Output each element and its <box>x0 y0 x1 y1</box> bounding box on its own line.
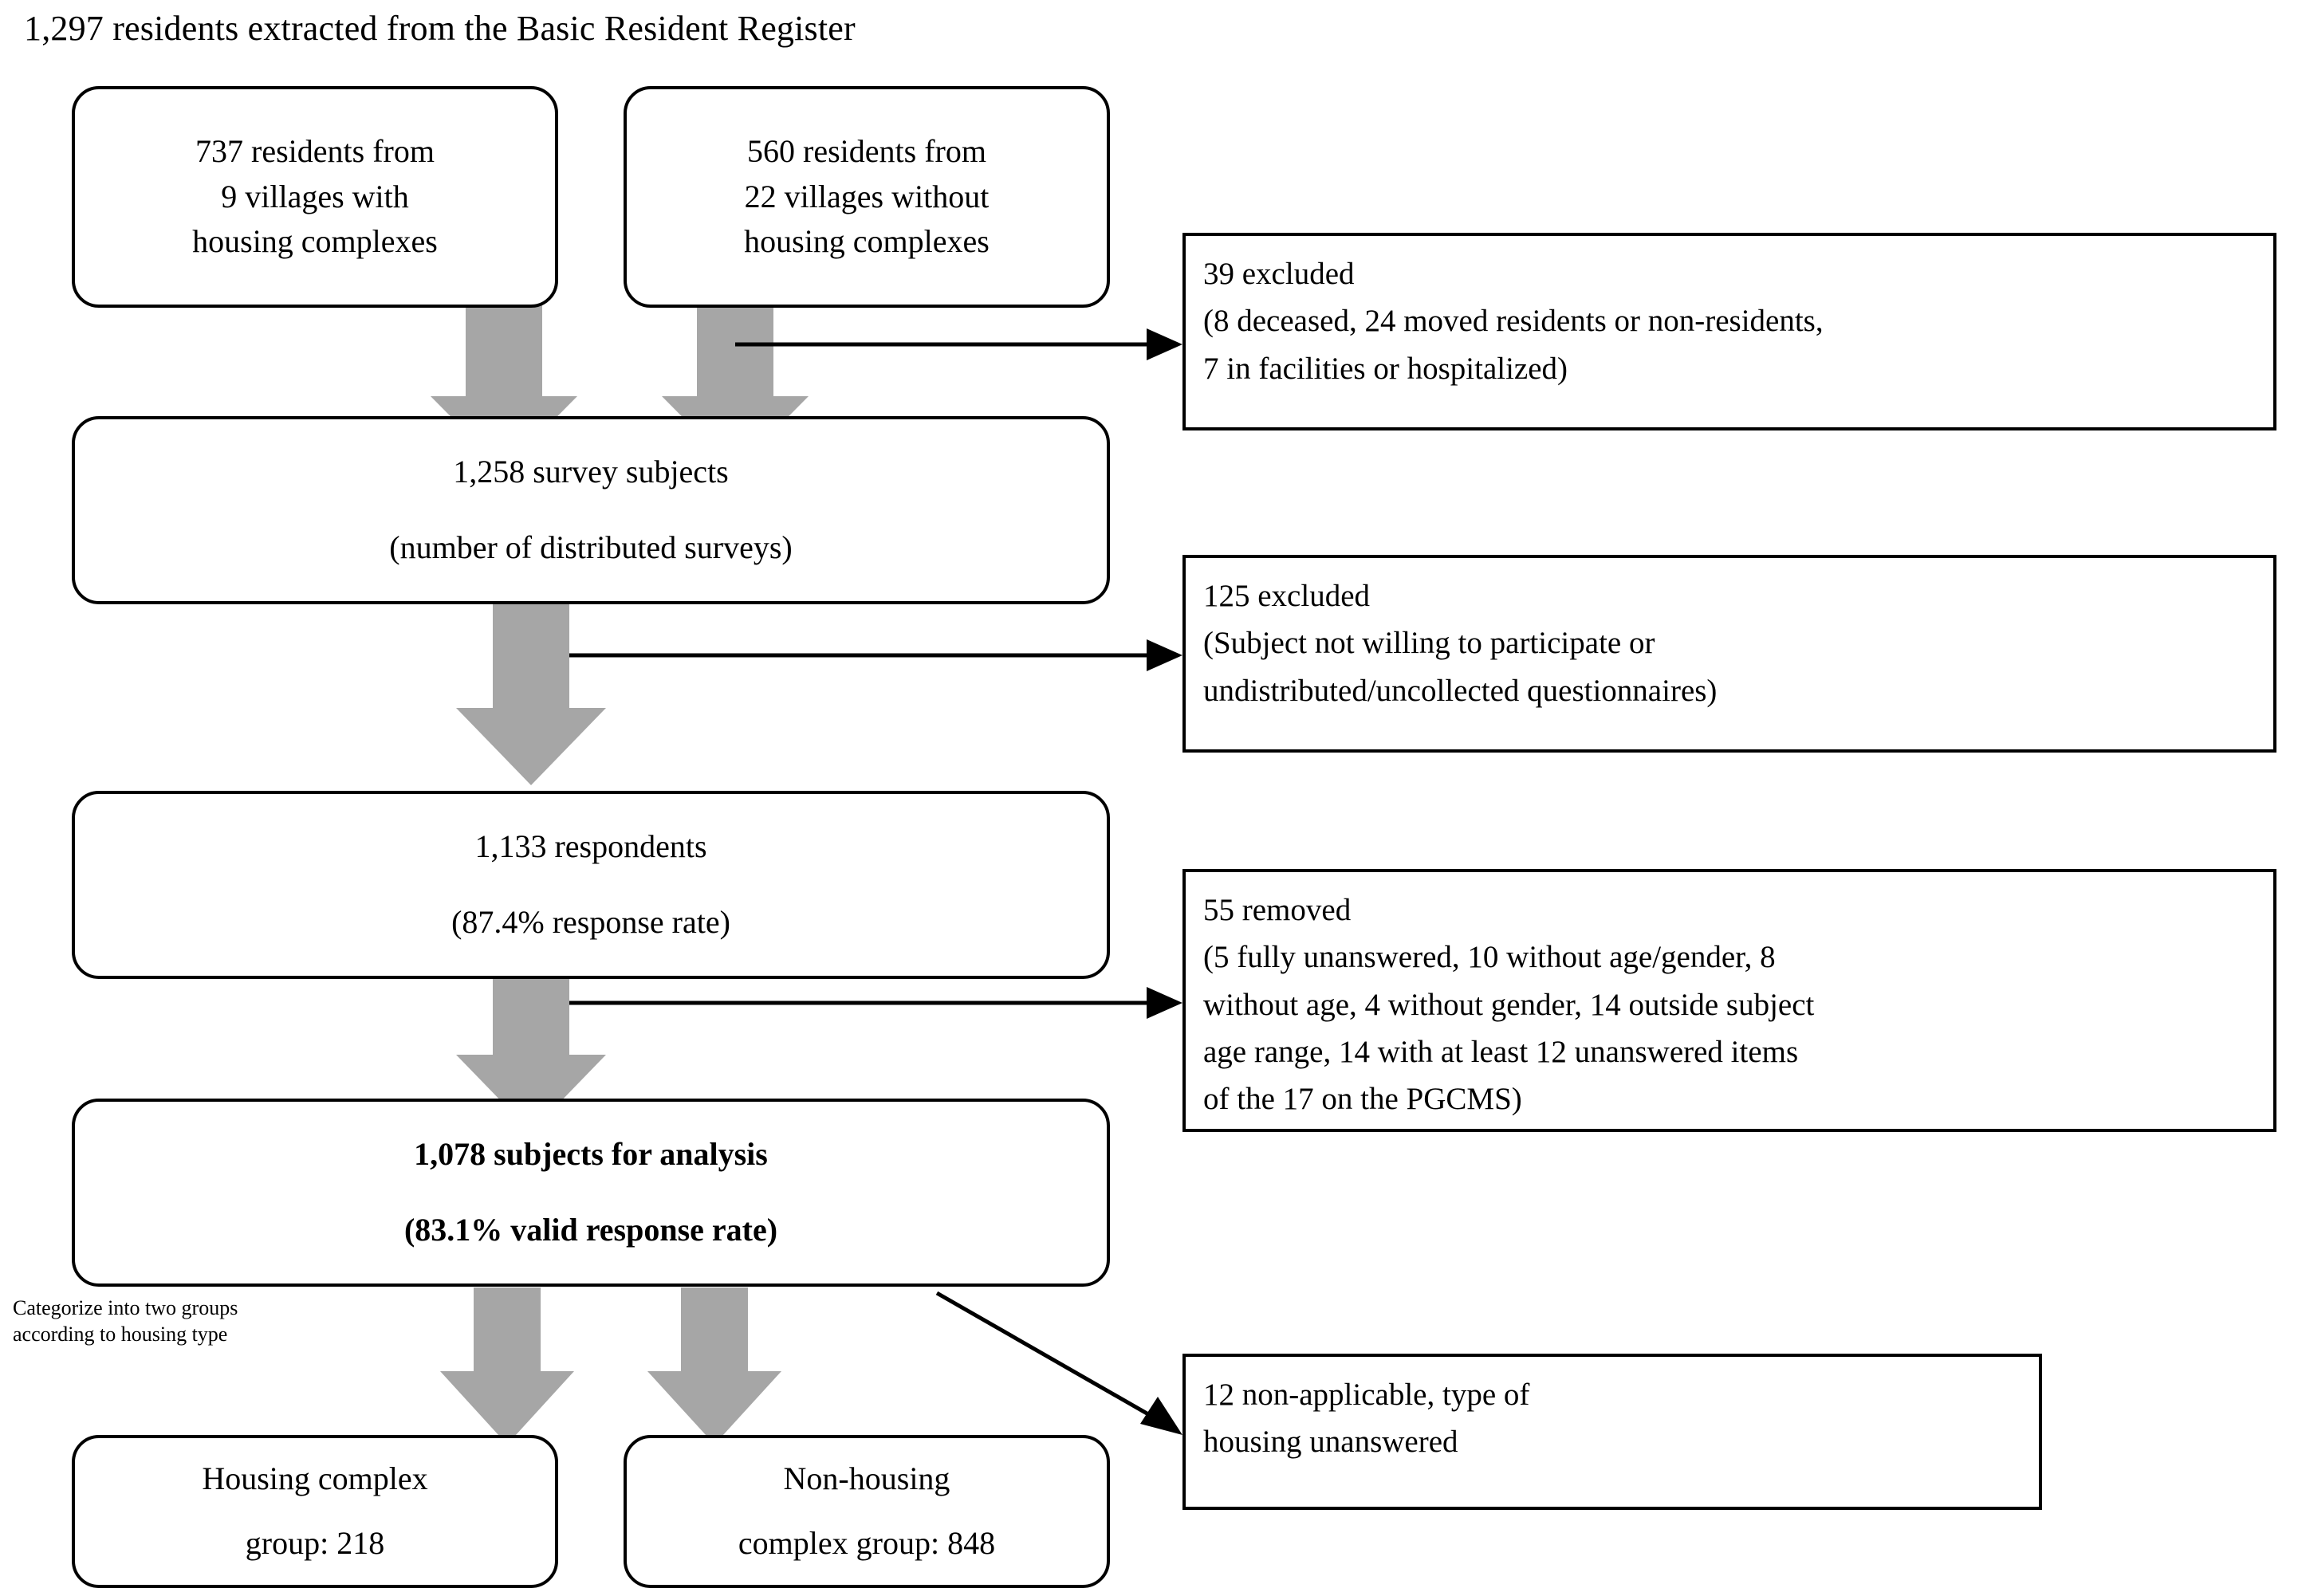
box-exclusion-39: 39 excluded (8 deceased, 24 moved reside… <box>1182 233 2276 430</box>
exclusion-39-line2: (8 deceased, 24 moved residents or non-r… <box>1203 304 1824 339</box>
arrow-to-exclusion-12 <box>935 1291 1182 1435</box>
box-exclusion-125: 125 excluded (Subject not willing to par… <box>1182 555 2276 753</box>
box-housing-group-line1: Housing complex <box>202 1460 428 1497</box>
exclusion-55-line3: without age, 4 without gender, 14 outsid… <box>1203 987 1815 1022</box>
box-exclusion-55: 55 removed (5 fully unanswered, 10 witho… <box>1182 869 2276 1132</box>
box-source-right: 560 residents from 22 villages without h… <box>624 86 1110 308</box>
figure-title: 1,297 residents extracted from the Basic… <box>24 9 856 48</box>
exclusion-55-line1: 55 removed <box>1203 893 1352 927</box>
box-non-housing-complex-group: Non-housing complex group: 848 <box>624 1435 1110 1588</box>
box-analysis-line1: 1,078 subjects for analysis <box>414 1136 768 1173</box>
exclusion-125-line1: 125 excluded <box>1203 579 1371 613</box>
box-source-right-line2: 22 villages without <box>744 178 990 214</box>
box-housing-group-line2: group: 218 <box>245 1524 385 1561</box>
box-survey-subjects: 1,258 survey subjects (number of distrib… <box>72 416 1110 604</box>
box-subjects-for-analysis: 1,078 subjects for analysis (83.1% valid… <box>72 1099 1110 1287</box>
exclusion-12-line2: housing unanswered <box>1203 1425 1458 1460</box>
box-source-left-line1: 737 residents from <box>195 132 435 169</box>
box-analysis-line2: (83.1% valid response rate) <box>403 1212 778 1248</box>
box-nonhousing-group-line1: Non-housing <box>783 1460 950 1497</box>
box-survey-subjects-line2: (number of distributed surveys) <box>389 529 793 566</box>
note-categorize-line2: according to housing type <box>13 1323 228 1346</box>
note-categorize-into-two-groups: Categorize into two groups according to … <box>13 1295 238 1348</box>
box-source-right-line1: 560 residents from <box>747 132 986 169</box>
box-exclusion-12: 12 non-applicable, type of housing unans… <box>1182 1354 2042 1510</box>
exclusion-125-line3: undistributed/uncollected questionnaires… <box>1203 673 1718 708</box>
gray-arrow-survey-to-respondents <box>456 604 606 785</box>
arrow-to-exclusion-55 <box>569 987 1182 1019</box>
exclusion-12-line1: 12 non-applicable, type of <box>1203 1378 1530 1412</box>
box-respondents-line2: (87.4% response rate) <box>451 904 730 941</box>
gray-arrow-analysis-to-nonhousing-group <box>647 1287 781 1445</box>
box-survey-subjects-line1: 1,258 survey subjects <box>453 454 729 490</box>
box-housing-complex-group: Housing complex group: 218 <box>72 1435 558 1588</box>
exclusion-55-line5: of the 17 on the PGCMS) <box>1203 1082 1522 1117</box>
box-source-left: 737 residents from 9 villages with housi… <box>72 86 558 308</box>
box-respondents: 1,133 respondents (87.4% response rate) <box>72 791 1110 979</box>
box-nonhousing-group-line2: complex group: 848 <box>738 1524 996 1561</box>
exclusion-55-line2: (5 fully unanswered, 10 without age/gend… <box>1203 940 1776 975</box>
exclusion-125-line2: (Subject not willing to participate or <box>1203 626 1655 661</box>
exclusion-39-line3: 7 in facilities or hospitalized) <box>1203 351 1568 386</box>
box-source-left-line2: 9 villages with <box>221 178 409 214</box>
exclusion-39-line1: 39 excluded <box>1203 257 1355 291</box>
note-categorize-line1: Categorize into two groups <box>13 1296 238 1319</box>
arrow-to-exclusion-39 <box>735 328 1182 360</box>
gray-arrow-analysis-to-housing-group <box>440 1287 574 1445</box>
box-source-right-line3: housing complexes <box>744 223 990 260</box>
box-respondents-line1: 1,133 respondents <box>474 828 707 865</box>
arrow-to-exclusion-125 <box>569 639 1182 671</box>
box-source-left-line3: housing complexes <box>192 223 438 260</box>
exclusion-55-line4: age range, 14 with at least 12 unanswere… <box>1203 1034 1799 1069</box>
